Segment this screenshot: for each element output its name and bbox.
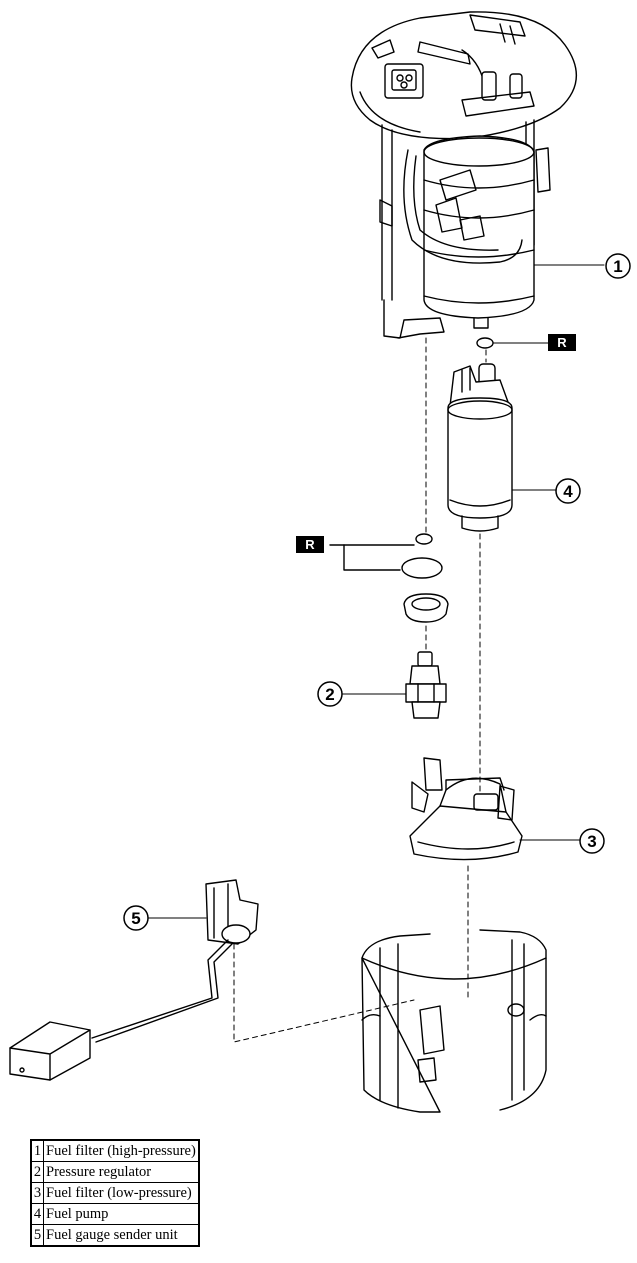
legend-num: 5 bbox=[30, 1224, 44, 1247]
part-pressure-regulator bbox=[405, 651, 447, 719]
svg-text:R: R bbox=[557, 335, 567, 350]
fuel-reservoir bbox=[361, 929, 547, 1113]
legend-num: 3 bbox=[30, 1182, 44, 1204]
legend-row: 2 Pressure regulator bbox=[30, 1161, 200, 1183]
leader-lines bbox=[147, 264, 605, 919]
legend-label: Fuel gauge sender unit bbox=[42, 1224, 200, 1247]
legend-num: 4 bbox=[30, 1203, 44, 1225]
exploded-diagram: 1 4 2 3 5 R R bbox=[9, 11, 631, 1113]
assembly-lines bbox=[233, 337, 487, 1043]
legend-row: 3 Fuel filter (low-pressure) bbox=[30, 1182, 200, 1204]
legend-row: 1 Fuel filter (high-pressure) bbox=[30, 1139, 200, 1162]
legend-num: 2 bbox=[30, 1161, 44, 1183]
part-fuel-filter-high-pressure bbox=[350, 11, 578, 339]
part-fuel-filter-low-pressure bbox=[409, 757, 523, 861]
o-ring-set bbox=[329, 533, 443, 579]
legend-label: Fuel filter (high-pressure) bbox=[42, 1139, 200, 1162]
legend-row: 5 Fuel gauge sender unit bbox=[30, 1224, 200, 1247]
svg-text:5: 5 bbox=[131, 909, 140, 928]
svg-text:1: 1 bbox=[613, 257, 622, 276]
legend-label: Fuel filter (low-pressure) bbox=[42, 1182, 200, 1204]
svg-text:3: 3 bbox=[587, 832, 596, 851]
callout-3: 3 bbox=[579, 828, 605, 854]
callout-4: 4 bbox=[555, 478, 581, 504]
parts-legend: 1 Fuel filter (high-pressure) 2 Pressure… bbox=[30, 1139, 200, 1247]
callout-1: 1 bbox=[605, 253, 631, 279]
part-fuel-gauge-sender-unit bbox=[9, 879, 259, 1081]
svg-text:2: 2 bbox=[325, 685, 334, 704]
legend-label: Fuel pump bbox=[42, 1203, 200, 1225]
svg-text:4: 4 bbox=[563, 482, 573, 501]
legend-num: 1 bbox=[30, 1139, 44, 1162]
callout-2: 2 bbox=[317, 681, 343, 707]
legend-row: 4 Fuel pump bbox=[30, 1203, 200, 1225]
seal-ring bbox=[403, 593, 449, 623]
replace-badge-upper: R bbox=[548, 334, 576, 351]
part-fuel-pump bbox=[447, 337, 513, 532]
callout-5: 5 bbox=[123, 905, 149, 931]
replace-badge-lower: R bbox=[296, 536, 324, 553]
svg-text:R: R bbox=[305, 537, 315, 552]
legend-label: Pressure regulator bbox=[42, 1161, 200, 1183]
